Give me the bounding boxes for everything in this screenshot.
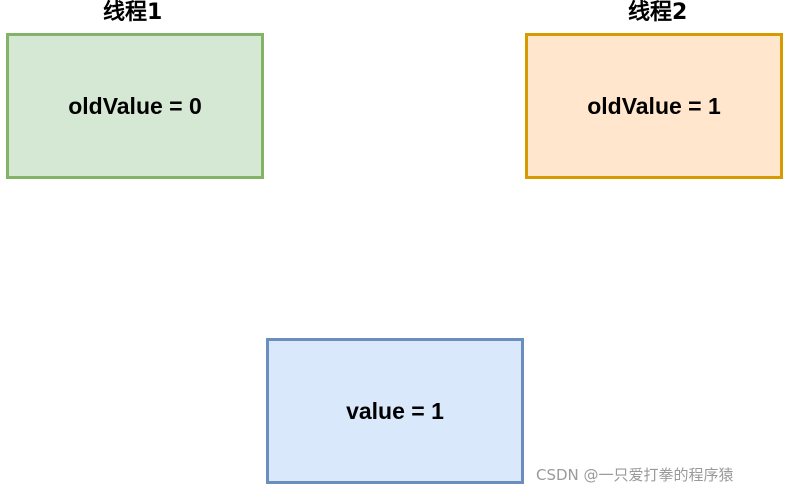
thread1-box: oldValue = 0 [6,33,264,179]
thread2-box: oldValue = 1 [525,33,783,179]
csdn-watermark: CSDN @一只爱打拳的程序猿 [536,466,734,484]
thread2-title: 线程2 [628,0,688,25]
main-memory-box: value = 1 [266,338,524,484]
thread1-old-value-label: oldValue = 0 [68,92,202,119]
thread1-title: 线程1 [103,0,163,25]
thread2-old-value-label: oldValue = 1 [587,92,721,119]
main-memory-value-label: value = 1 [346,397,444,424]
